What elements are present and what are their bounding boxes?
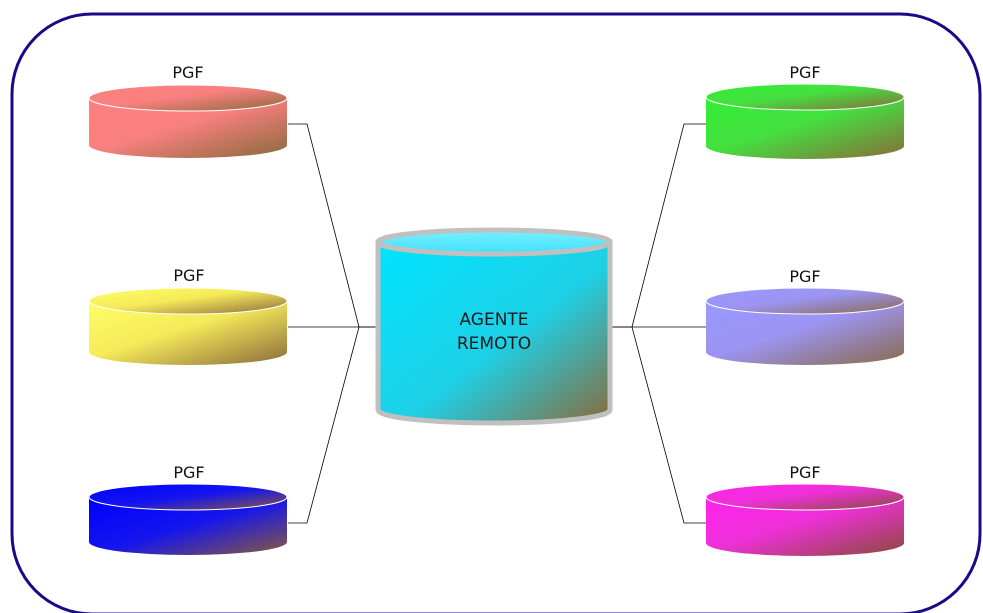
connector-right-bottom [631,326,706,524]
cylinder-center [375,227,613,426]
center-label: AGENTE REMOTO [414,308,574,356]
connector-right-top [608,123,706,328]
label-right-bottom: PGF [789,463,821,482]
connector-left-bottom [288,326,360,524]
label-right-top: PGF [789,63,821,82]
cylinder-right-bottom [705,483,905,556]
label-left-middle: PGF [173,266,205,285]
label-right-middle: PGF [789,267,821,286]
center-label-line1: AGENTE [459,310,529,330]
right-connectors [608,123,706,524]
connector-left-top [288,123,380,328]
cylinder-left-middle [88,287,288,365]
left-connectors [288,123,380,524]
cylinder-right-middle [705,287,905,365]
cylinder-left-top [88,84,288,158]
center-label-line2: REMOTO [456,334,532,354]
cylinder-right-top [705,83,905,159]
cylinder-left-bottom [88,483,288,555]
diagram-frame [10,12,982,613]
label-left-top: PGF [172,63,204,82]
label-left-bottom: PGF [173,463,205,482]
